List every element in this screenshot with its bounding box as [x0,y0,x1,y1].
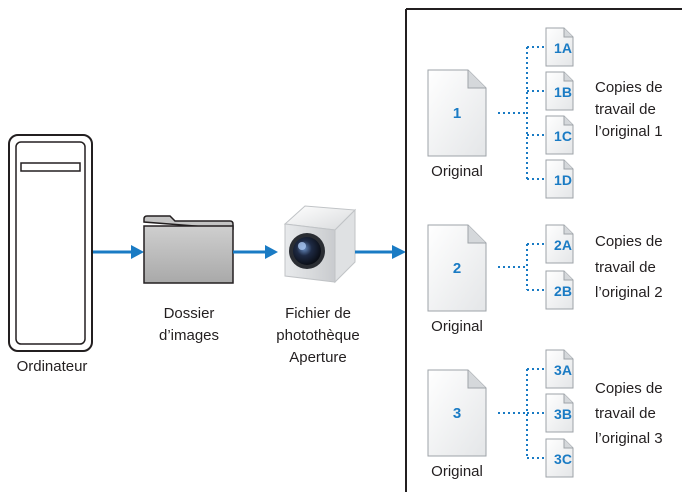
working-copy-label: 2A [554,237,572,253]
arrow-folder-to-library [233,245,278,259]
working-copy-label: 1B [554,84,572,100]
original-number: 1 [453,105,461,122]
branch-connector [498,368,545,459]
branch-connector [498,243,545,291]
copies-caption-line1: Copies de [595,233,663,250]
computer-icon [8,134,93,352]
copies-caption-line2: travail de [595,405,656,422]
copies-caption-line3: l’original 2 [595,284,663,301]
aperture-library-icon [283,205,357,284]
working-copy-label: 3C [554,451,572,467]
computer-label: Ordinateur [17,358,88,375]
working-copy-label: 1C [554,128,572,144]
copies-caption-line1: Copies de [595,380,663,397]
library-contents-frame [405,8,682,492]
working-copy-label: 1A [554,40,572,56]
original-label: Original [431,463,483,480]
folder-label-line2: d’images [159,327,219,344]
working-copy-label: 2B [554,283,572,299]
working-copy-label: 3B [554,406,572,422]
arrow-computer-to-folder [93,245,144,259]
original-group-1: 1 Original 1A 1B 1C 1D Copies de travail… [427,27,663,199]
original-group-3: 3 Original 3A 3B 3C Copies de travail de… [427,349,663,480]
copies-caption-line2: travail de [595,101,656,118]
folder-label-line1: Dossier [164,305,215,322]
original-label: Original [431,318,483,335]
folder-icon [143,215,234,284]
working-copy-label: 3A [554,362,572,378]
library-label-line3: Aperture [289,349,347,366]
working-copy-label: 1D [554,172,572,188]
copies-caption-line3: l’original 1 [595,123,663,140]
original-number: 2 [453,260,461,277]
library-label-line2: photothèque [276,327,359,344]
arrow-library-to-contents [355,245,406,259]
original-group-2: 2 Original 2A 2B Copies de travail de l’… [427,224,663,335]
copies-caption-line1: Copies de [595,79,663,96]
library-label-line1: Fichier de [285,305,351,322]
copies-caption-line2: travail de [595,259,656,276]
branch-connector [498,46,545,180]
original-label: Original [431,163,483,180]
copies-caption-line3: l’original 3 [595,430,663,447]
original-number: 3 [453,405,461,422]
